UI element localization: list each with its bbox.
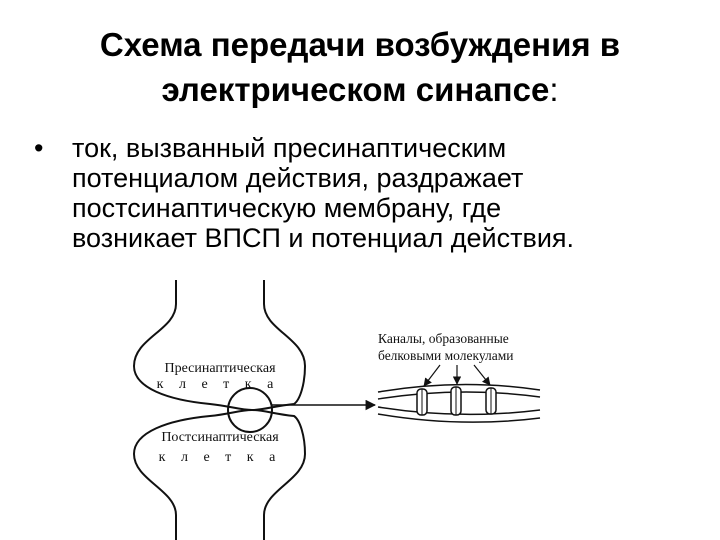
bullet-line-4: возникает ВПСП и потенциал действия. [72, 223, 575, 253]
channel-pointer-arrow [423, 364, 441, 387]
synapse-contact-circle [227, 387, 273, 433]
channels-label-line-2: белковыми молекулами [378, 348, 514, 363]
bullet-line-1: ток, вызванный пресинаптическим [72, 133, 507, 163]
protein-channel [416, 388, 428, 416]
postsynaptic-label: Постсинаптическая [161, 430, 279, 445]
title-colon: : [549, 71, 559, 108]
postsynaptic-cell-word: к л е т к а [159, 450, 282, 465]
title-line-2-text: электрическом синапсе [161, 71, 550, 108]
channels-label-line-1: Каналы, образованные [378, 331, 509, 346]
title-line-2: электрическом синапсе: [0, 67, 720, 112]
bullet-icon: • [34, 133, 44, 163]
presynaptic-label: Пресинаптическая [164, 361, 276, 376]
protein-channel [485, 387, 497, 415]
postsynaptic-membrane-outer [377, 413, 541, 423]
channel-pointer-arrow [473, 364, 491, 386]
bullet-point: • ток, вызванный пресинаптическим потенц… [34, 133, 694, 253]
postsynaptic-cell-outline [132, 408, 307, 540]
bullet-line-2: потенциалом действия, раздражает [72, 163, 524, 193]
slide-title: Схема передачи возбуждения в электрическ… [0, 22, 720, 112]
protein-channel [450, 386, 462, 416]
presynaptic-cell-word: к л е т к а [157, 377, 280, 392]
bullet-line-3: постсинаптическую мембрану, где [72, 193, 502, 223]
title-line-1: Схема передачи возбуждения в [99, 26, 621, 63]
bullet-text: ток, вызванный пресинаптическим потенциа… [72, 133, 694, 253]
